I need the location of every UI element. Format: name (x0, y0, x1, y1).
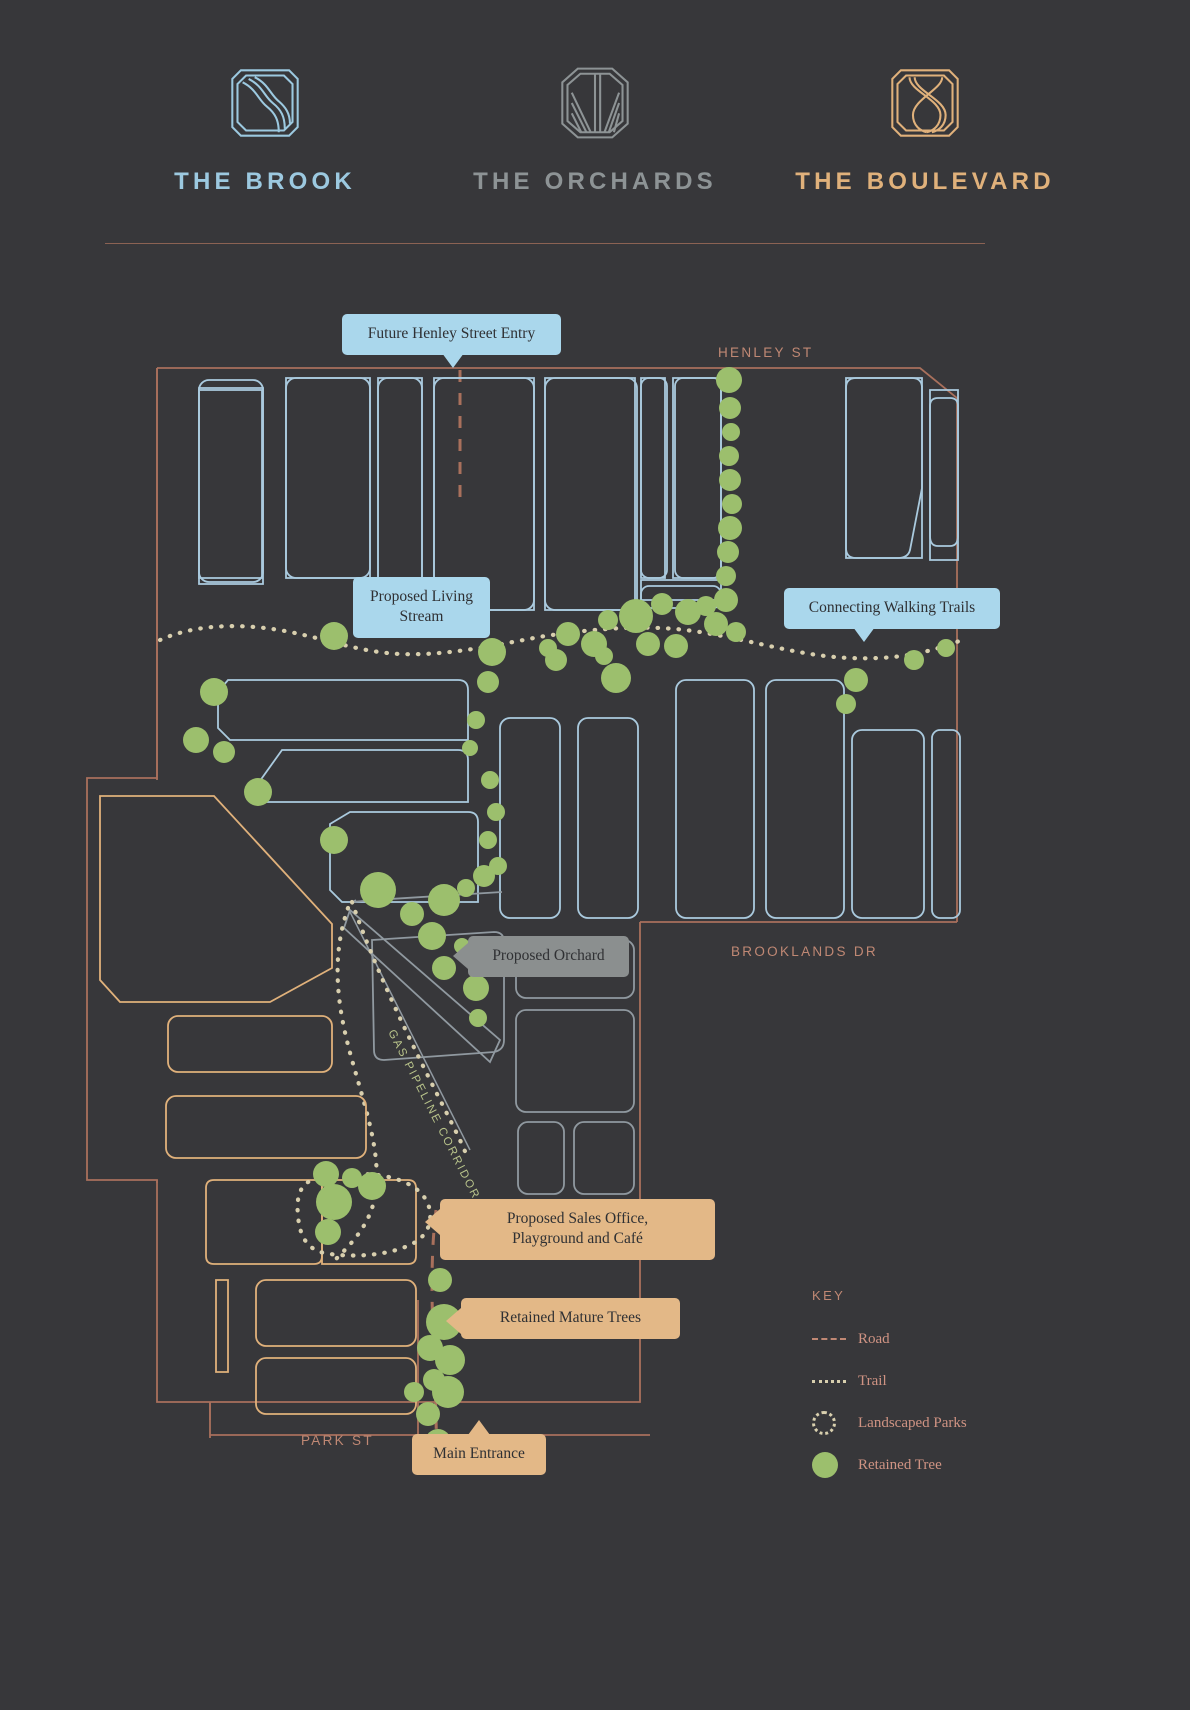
callout-tail-proposed-living-stream (411, 622, 433, 637)
callout-tail-future-henley-street-entry (442, 353, 464, 368)
retained-trees (183, 367, 955, 1455)
callout-proposed-living-stream[interactable]: Proposed Living Stream (353, 577, 490, 638)
orchards-blocks-mid (217, 679, 961, 919)
orchards-monogram-icon (561, 67, 629, 139)
boulevard-monogram-icon (891, 69, 959, 137)
living-stream-trail (157, 624, 965, 661)
dashed-line-icon (812, 1338, 858, 1340)
street-label-park-st: PARK ST (301, 1433, 374, 1448)
callout-tail-proposed-sales-office (425, 1209, 440, 1235)
brook-blocks-north (198, 377, 959, 611)
orchard-parcel (342, 908, 502, 1064)
brand-row: THE BROOK THE ORCHARDS (0, 60, 1190, 196)
map-key: KEY Road Trail Landscaped Parks Retained… (812, 1288, 1112, 1497)
filled-circle-icon (812, 1452, 858, 1478)
brand-label: THE BOULEVARD (795, 168, 1055, 195)
key-item-label: Landscaped Parks (858, 1414, 967, 1431)
brand-the-orchards: THE ORCHARDS (430, 60, 760, 196)
key-item-label: Trail (858, 1372, 887, 1389)
brand-the-brook: THE BROOK (100, 60, 430, 196)
callout-tail-retained-mature-trees (446, 1308, 461, 1334)
key-item-landscaped-parks: Landscaped Parks (812, 1411, 1112, 1435)
callout-tail-connecting-walking-trails (853, 627, 875, 642)
key-item-label: Retained Tree (858, 1456, 942, 1473)
header-divider (105, 243, 985, 244)
brand-the-boulevard: THE BOULEVARD (760, 60, 1090, 196)
street-label-henley-st: HENLEY ST (718, 345, 814, 360)
brand-label: THE BROOK (174, 168, 356, 195)
map-svg: .rd { fill:none; stroke:#a9705c; stroke-… (86, 367, 965, 1456)
key-item-road: Road (812, 1329, 1112, 1349)
callout-proposed-sales-office[interactable]: Proposed Sales Office, Playground and Ca… (440, 1199, 715, 1260)
callout-connecting-walking-trails[interactable]: Connecting Walking Trails (784, 588, 1000, 629)
callout-tail-proposed-orchard (453, 943, 468, 969)
key-item-retained-tree: Retained Tree (812, 1452, 1112, 1478)
street-label-brooklands-dr: BROOKLANDS DR (731, 944, 878, 959)
dotted-line-icon (812, 1379, 858, 1383)
brand-label: THE ORCHARDS (473, 168, 717, 195)
callout-retained-mature-trees[interactable]: Retained Mature Trees (461, 1298, 680, 1339)
callout-proposed-orchard[interactable]: Proposed Orchard (468, 936, 629, 977)
masterplan-map: .rd { fill:none; stroke:#a9705c; stroke-… (0, 280, 1190, 1530)
brook-blocks-north-detail (198, 377, 959, 611)
dotted-circle-icon (812, 1411, 858, 1435)
key-item-trail: Trail (812, 1371, 1112, 1391)
key-title: KEY (812, 1288, 846, 1303)
callout-main-entrance[interactable]: Main Entrance (412, 1434, 546, 1475)
callout-tail-main-entrance (468, 1420, 490, 1435)
key-item-label: Road (858, 1330, 890, 1347)
brook-monogram-icon (231, 69, 299, 137)
callout-future-henley-street-entry[interactable]: Future Henley Street Entry (342, 314, 561, 355)
boulevard-blocks (99, 795, 417, 1415)
